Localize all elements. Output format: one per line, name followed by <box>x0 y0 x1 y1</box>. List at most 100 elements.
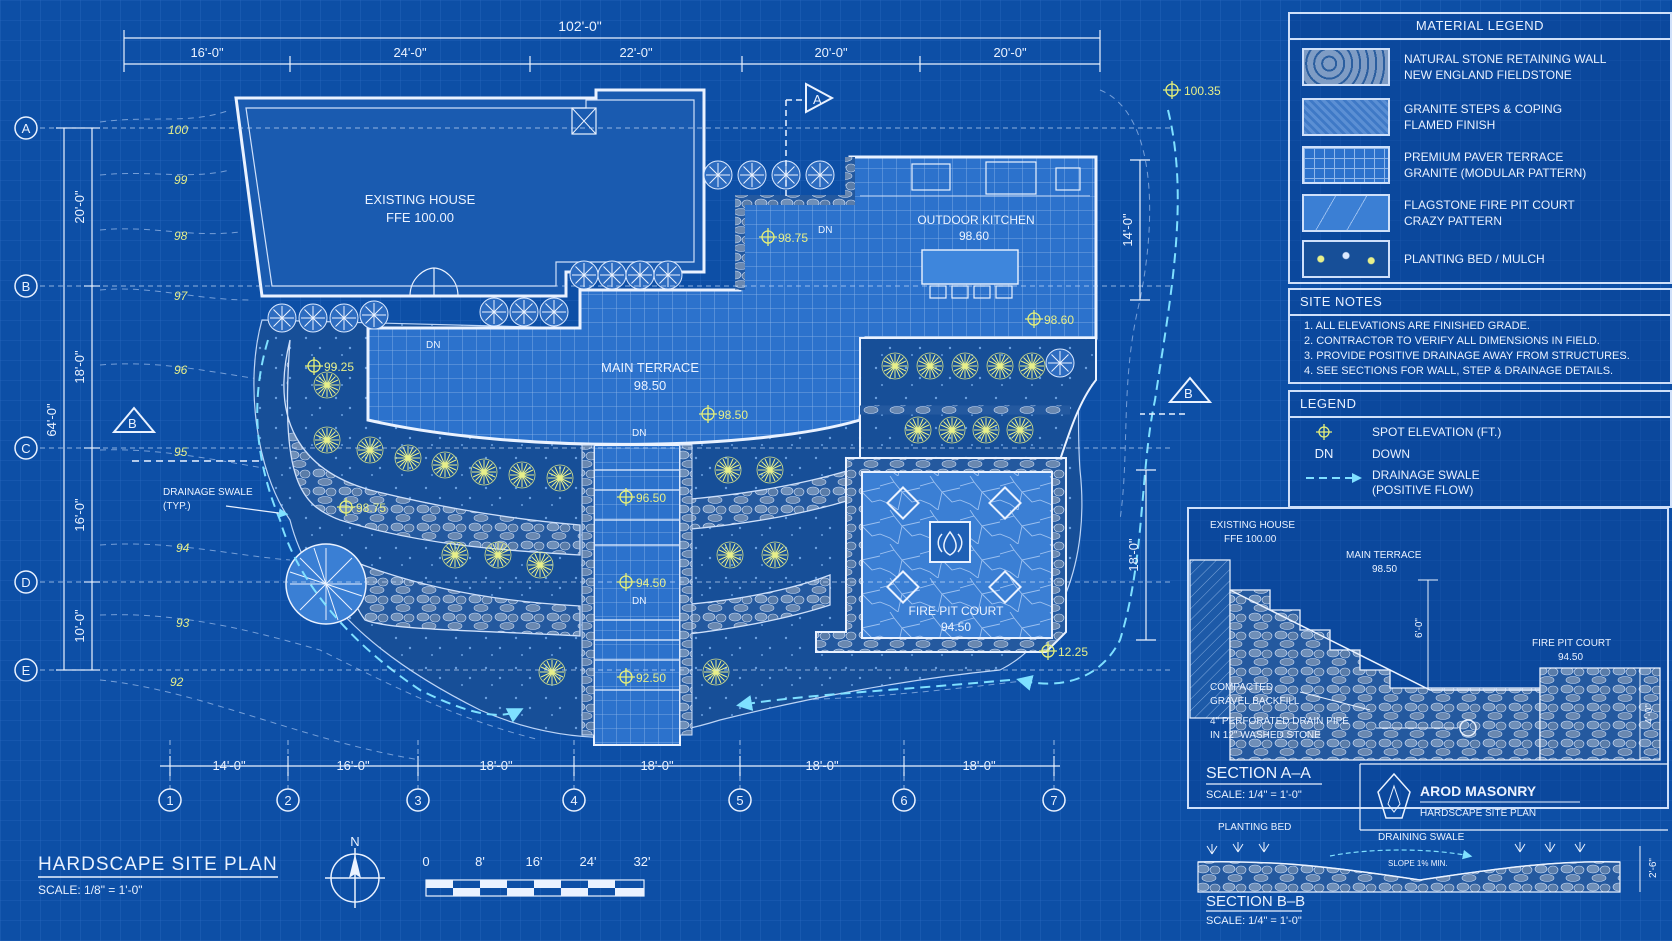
dimension-lines <box>56 30 1156 776</box>
svg-text:4: 4 <box>570 793 577 808</box>
legend-title: LEGEND <box>1290 392 1670 418</box>
svg-text:FFE 100.00: FFE 100.00 <box>1224 534 1277 545</box>
legend-spot-row: SPOT ELEVATION (FT.) <box>1304 422 1501 442</box>
svg-text:EXISTING HOUSE: EXISTING HOUSE <box>1210 520 1295 531</box>
spot-elevation-labels: 100.35 98.75 99.25 98.50 98.60 98.75 96.… <box>324 84 1221 685</box>
tree-icon <box>285 543 367 625</box>
svg-text:92: 92 <box>170 675 184 689</box>
legend-dn-row: DN DOWN <box>1314 446 1410 461</box>
svg-text:97: 97 <box>174 289 189 303</box>
overall-dimension: 102'-0" <box>558 18 601 34</box>
svg-text:B: B <box>128 416 137 431</box>
spot-elevation-icon <box>1316 424 1332 440</box>
svg-text:98.50: 98.50 <box>718 408 748 422</box>
svg-text:16'-0": 16'-0" <box>72 498 87 532</box>
svg-text:98: 98 <box>174 229 188 243</box>
firepit-label: FIRE PIT COURT <box>909 604 1005 618</box>
svg-text:FIRE PIT COURT: FIRE PIT COURT <box>1532 638 1611 649</box>
symbol-legend: LEGEND SPOT ELEVATION (FT.) DN DOWN DRAI… <box>1288 390 1672 508</box>
dashed-arrow-icon <box>1306 473 1362 483</box>
site-notes: SITE NOTES 1. ALL ELEVATIONS ARE FINISHE… <box>1288 288 1672 384</box>
svg-text:99.25: 99.25 <box>324 360 354 374</box>
svg-text:GRAVEL BACKFILL: GRAVEL BACKFILL <box>1210 696 1300 707</box>
svg-text:16'-0": 16'-0" <box>190 45 224 60</box>
kitchen-elev: 98.60 <box>959 229 989 243</box>
flagstone-swatch-icon <box>1302 194 1390 232</box>
svg-text:7: 7 <box>1050 793 1057 808</box>
site-notes-title: SITE NOTES <box>1290 290 1670 316</box>
site-note: 4. SEE SECTIONS FOR WALL, STEP & DRAINAG… <box>1304 365 1614 377</box>
svg-text:95: 95 <box>174 445 188 459</box>
svg-text:B: B <box>22 279 31 294</box>
svg-text:22'-0": 22'-0" <box>619 45 653 60</box>
swale-note: (TYP.) <box>163 501 191 512</box>
granite-steps <box>593 444 681 746</box>
svg-text:92.50: 92.50 <box>636 671 666 685</box>
svg-text:18'-0": 18'-0" <box>72 350 87 384</box>
kitchen-island <box>921 249 1019 285</box>
svg-text:6: 6 <box>900 793 907 808</box>
material-legend: MATERIAL LEGEND NATURAL STONE RETAINING … <box>1288 12 1672 284</box>
section-bb-title: SECTION B–B <box>1206 893 1305 910</box>
dn-label: DN <box>632 596 646 607</box>
svg-text:D: D <box>21 575 30 590</box>
svg-text:5: 5 <box>736 793 743 808</box>
north-arrow-icon <box>325 848 385 908</box>
svg-text:18'-0": 18'-0" <box>640 758 674 773</box>
section-marker-a[interactable]: A <box>805 82 835 114</box>
swale-note: DRAINAGE SWALE <box>163 487 253 498</box>
svg-text:3: 3 <box>414 793 421 808</box>
svg-text:IN 12" WASHED STONE: IN 12" WASHED STONE <box>1210 730 1321 741</box>
existing-house <box>234 88 706 298</box>
svg-text:14'-0": 14'-0" <box>212 758 246 773</box>
svg-text:18'-0": 18'-0" <box>805 758 839 773</box>
svg-text:64'-0": 64'-0" <box>44 403 59 437</box>
svg-text:24': 24' <box>580 854 597 869</box>
svg-text:10'-0": 10'-0" <box>72 609 87 643</box>
material-legend-item: PLANTING BED / MULCH <box>1302 238 1545 280</box>
lower-retaining-wall-east <box>679 574 831 636</box>
north-label: N <box>350 834 359 849</box>
svg-text:12.25: 12.25 <box>1058 645 1088 659</box>
section-marker-b-west[interactable]: B <box>111 406 157 433</box>
svg-text:96: 96 <box>174 363 188 377</box>
svg-text:96.50: 96.50 <box>636 491 666 505</box>
svg-text:94.50: 94.50 <box>1558 652 1583 663</box>
svg-text:100: 100 <box>168 123 188 137</box>
svg-text:16'-0": 16'-0" <box>336 758 370 773</box>
section-marker-b-east[interactable]: B <box>1167 376 1213 403</box>
svg-text:COMPACTED: COMPACTED <box>1210 682 1273 693</box>
svg-text:20'-0": 20'-0" <box>993 45 1027 60</box>
svg-text:18'-0": 18'-0" <box>479 758 513 773</box>
drawing-scale: SCALE: 1/8" = 1'-0" <box>38 883 143 897</box>
fire-icon <box>937 530 963 556</box>
svg-text:MAIN TERRACE: MAIN TERRACE <box>1346 550 1422 561</box>
svg-text:2: 2 <box>284 793 291 808</box>
house-label: EXISTING HOUSE <box>365 192 476 207</box>
svg-text:99: 99 <box>174 173 188 187</box>
svg-text:1: 1 <box>166 793 173 808</box>
svg-text:SCALE: 1/4" = 1'-0": SCALE: 1/4" = 1'-0" <box>1206 915 1302 927</box>
svg-text:4" PERFORATED DRAIN PIPE: 4" PERFORATED DRAIN PIPE <box>1210 716 1349 727</box>
svg-text:32': 32' <box>634 854 651 869</box>
svg-text:100.35: 100.35 <box>1184 84 1221 98</box>
contour-labels: 100 99 98 97 96 95 94 93 92 <box>168 123 190 689</box>
svg-text:98.60: 98.60 <box>1044 313 1074 327</box>
svg-text:0: 0 <box>422 854 429 869</box>
svg-text:C: C <box>21 441 30 456</box>
svg-text:2'-6": 2'-6" <box>1648 858 1659 878</box>
dn-label: DN <box>818 225 832 236</box>
upper-retaining-wall-west <box>283 339 581 556</box>
section-bb-detail <box>1197 842 1641 893</box>
grid-column-bubbles <box>158 788 1066 812</box>
svg-text:98.50: 98.50 <box>1372 564 1397 575</box>
site-note: 3. PROVIDE POSITIVE DRAINAGE AWAY FROM S… <box>1304 350 1630 362</box>
svg-text:SLOPE 1% MIN.: SLOPE 1% MIN. <box>1388 859 1448 868</box>
site-note: 2. CONTRACTOR TO VERIFY ALL DIMENSIONS I… <box>1304 335 1600 347</box>
